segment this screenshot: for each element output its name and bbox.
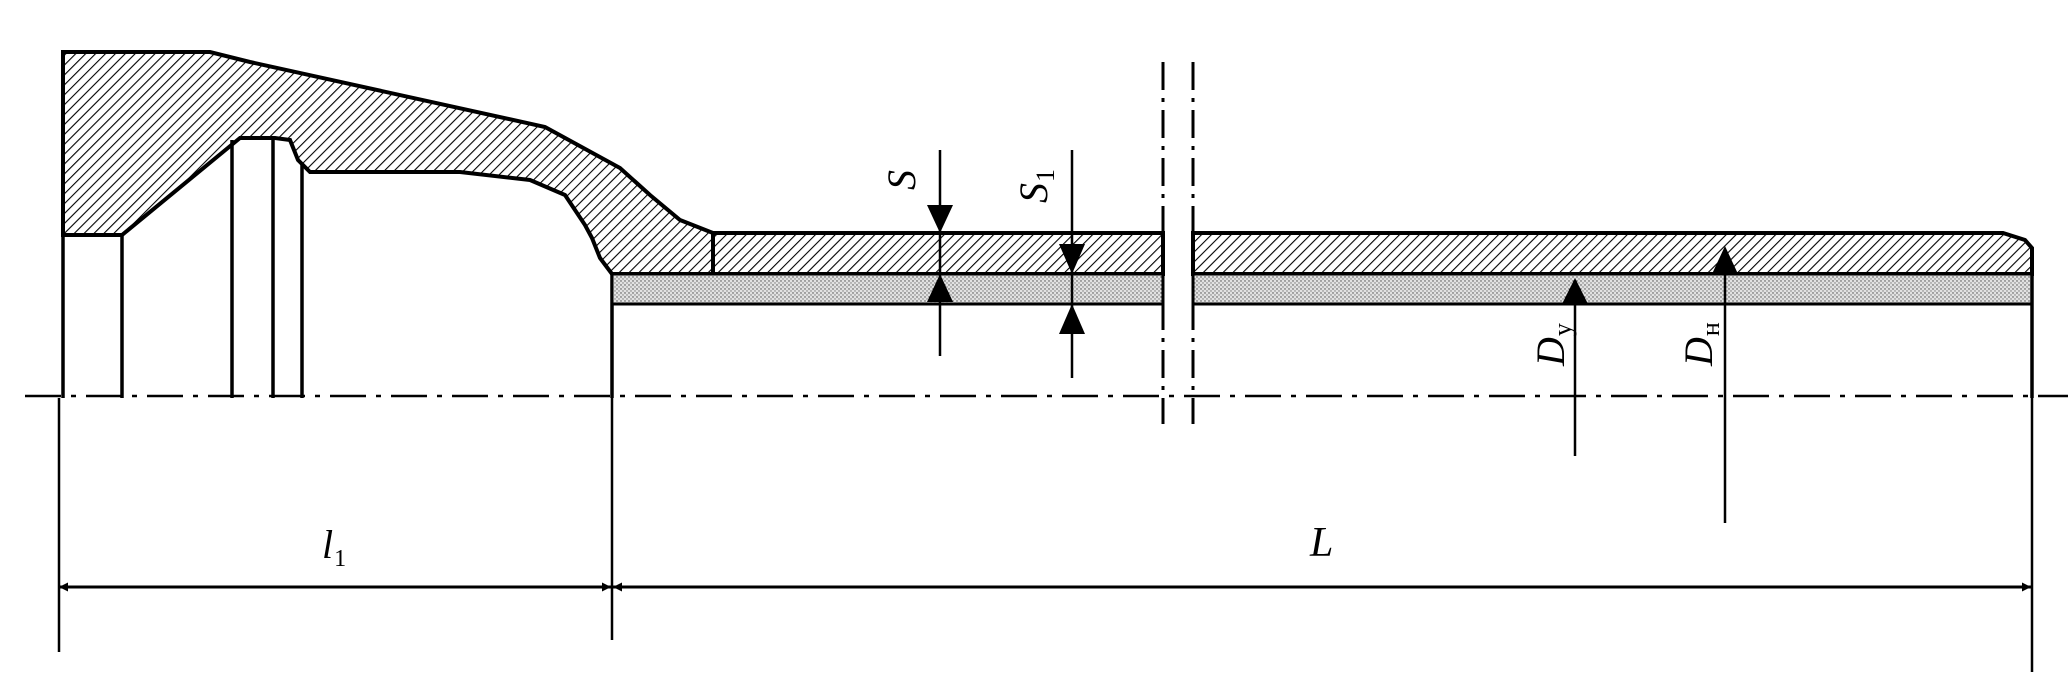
- label-dn: Dн: [1676, 322, 1725, 367]
- dimension-s1: [1059, 150, 1085, 378]
- break-lines: [1161, 62, 1195, 424]
- label-l1: l1: [322, 522, 346, 572]
- extension-lines: [57, 398, 2034, 672]
- label-L: L: [1309, 520, 1333, 566]
- pipe-lining-right: [1191, 272, 2034, 306]
- dimension-dy: [1562, 278, 1588, 456]
- dimension-dn: [1712, 246, 1738, 523]
- socket-wall: [61, 50, 715, 276]
- pipe-wall-right: [1191, 231, 2034, 276]
- label-s1: S1: [1011, 169, 1060, 203]
- dimension-s: [927, 150, 953, 356]
- pipe-wall-left: [711, 231, 1165, 276]
- label-s: S: [879, 170, 924, 190]
- pipe-lining-left: [610, 272, 1165, 306]
- label-dy: Dy: [1528, 323, 1577, 367]
